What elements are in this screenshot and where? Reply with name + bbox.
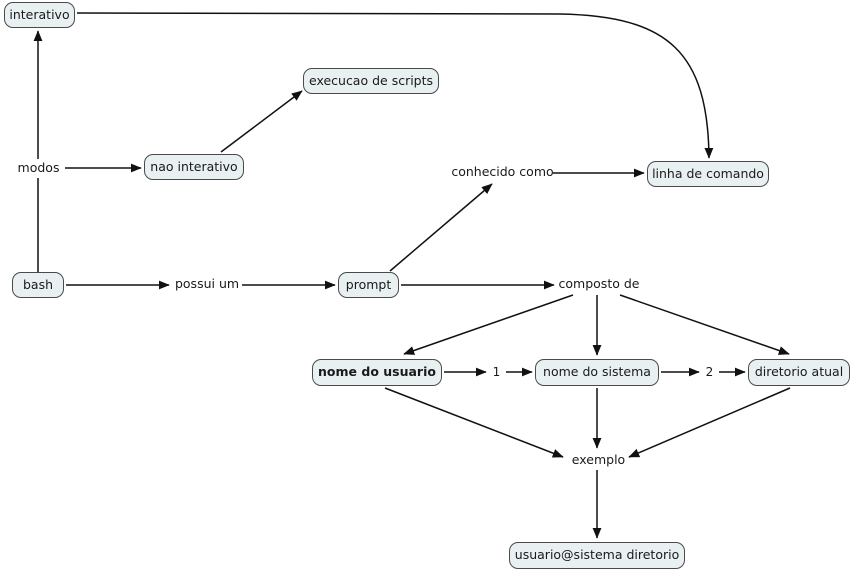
- node-prompt[interactable]: prompt: [338, 272, 399, 298]
- edge-nome-usuario-exemplo: [384, 387, 564, 458]
- edge-label-modos: modos: [12, 160, 65, 177]
- node-diretorio-atual[interactable]: diretorio atual: [748, 359, 850, 386]
- edge-prompt-conhecido-como: [389, 183, 493, 272]
- node-nao-interativo[interactable]: nao interativo: [144, 154, 244, 180]
- edge-composto-nome-usuario: [403, 294, 574, 355]
- node-execucao-de-scripts[interactable]: execucao de scripts: [303, 68, 439, 94]
- edge-interativo-linha-comando: [76, 12, 714, 159]
- node-nome-do-usuario[interactable]: nome do usuario: [312, 359, 442, 386]
- edge-diretorio-atual-exemplo: [628, 387, 791, 458]
- node-usuario-sistema-diretorio[interactable]: usuario@sistema diretorio: [509, 542, 685, 569]
- edge-label-possui-um: possui um: [172, 276, 242, 293]
- edge-label-exemplo: exemplo: [569, 452, 628, 469]
- edge-label-composto-de: composto de: [557, 276, 641, 293]
- node-linha-de-comando[interactable]: linha de comando: [647, 161, 769, 187]
- edge-label-conhecido-como: conhecido como: [451, 164, 554, 181]
- edge-nao-interativo-execucao: [220, 90, 303, 153]
- node-interativo[interactable]: interativo: [4, 2, 75, 28]
- edge-composto-diretorio-atual: [619, 294, 790, 355]
- node-bash[interactable]: bash: [12, 272, 64, 298]
- edge-label-2: 2: [700, 364, 719, 380]
- node-nome-do-sistema[interactable]: nome do sistema: [535, 359, 659, 386]
- edge-label-1: 1: [487, 364, 506, 380]
